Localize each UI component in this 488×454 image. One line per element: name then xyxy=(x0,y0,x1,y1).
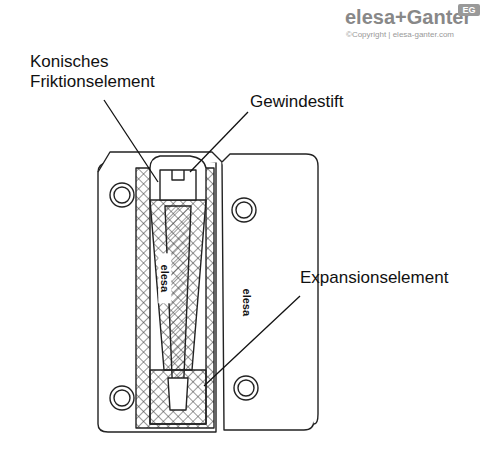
bottom-sleeve xyxy=(150,370,206,424)
screw-socket xyxy=(172,170,184,180)
leader-line xyxy=(190,112,248,172)
mount-hole xyxy=(110,386,134,410)
set-screw xyxy=(160,170,196,200)
brand-mark: elesa xyxy=(159,253,172,303)
hinge-leaf-edge xyxy=(222,154,318,424)
mount-hole xyxy=(234,376,258,400)
mount-hole xyxy=(114,390,130,406)
part-label: Gewindestift xyxy=(250,92,390,112)
mount-hole xyxy=(114,187,130,203)
copyright-note: ©Copyright | elesa-ganter.com xyxy=(346,30,486,39)
leader-line xyxy=(104,100,158,182)
expansion-tip xyxy=(168,378,188,410)
mount-hole xyxy=(232,198,256,222)
bore xyxy=(150,156,206,424)
mount-hole xyxy=(238,380,254,396)
logo-badge: EG xyxy=(458,4,480,16)
part-label: Konisches Friktionselement xyxy=(30,52,180,91)
mount-hole xyxy=(110,183,134,207)
brand-mark: elesa xyxy=(241,277,254,327)
mount-hole xyxy=(236,202,252,218)
part-label: Expansionselement xyxy=(300,268,485,288)
